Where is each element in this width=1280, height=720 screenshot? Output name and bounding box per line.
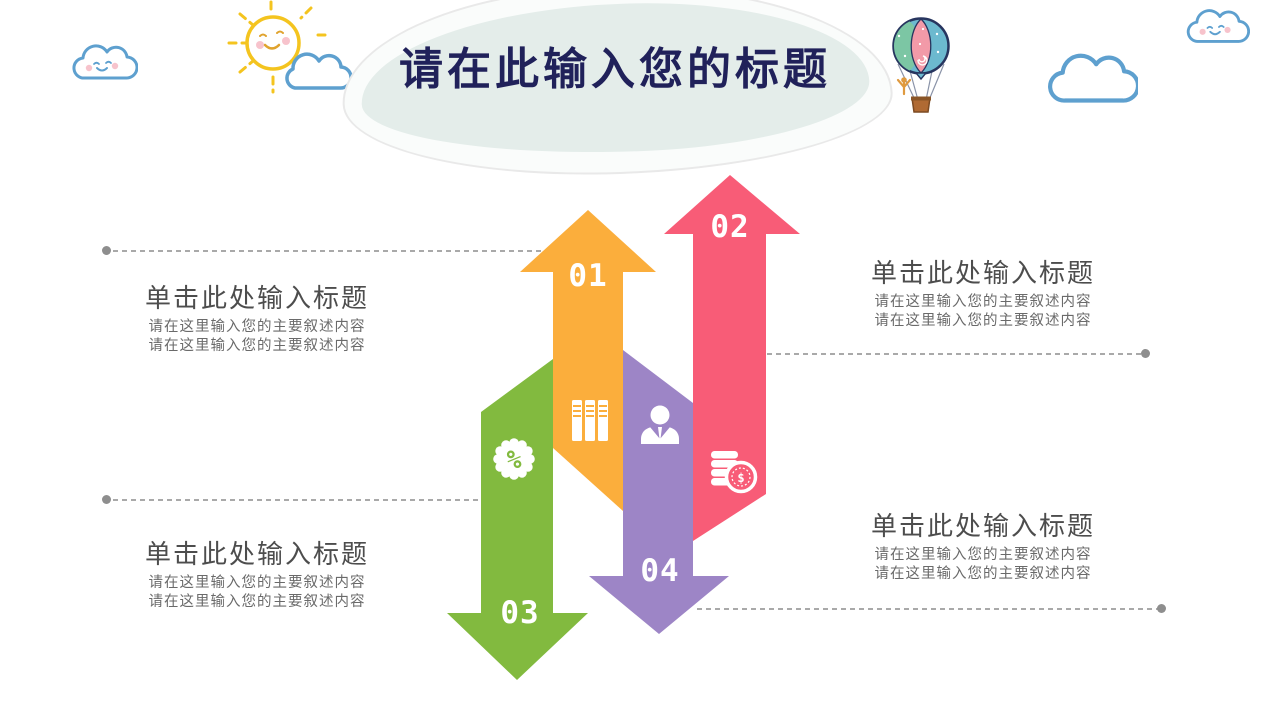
leader-dot: [102, 495, 111, 504]
arrow-03-number: 03: [500, 595, 540, 631]
leader-dot: [102, 246, 111, 255]
callout-bottom-right: 单击此处输入标题 请在这里输入您的主要叙述内容 请在这里输入您的主要叙述内容: [838, 511, 1128, 584]
smiling-sun-icon: [227, 0, 353, 94]
arrow-02-up[interactable]: [664, 175, 800, 541]
callout-line[interactable]: 请在这里输入您的主要叙述内容: [148, 319, 366, 335]
balloon-passenger-icon: [896, 77, 912, 96]
callout-line[interactable]: 请在这里输入您的主要叙述内容: [148, 575, 366, 591]
callout-top-right: 单击此处输入标题 请在这里输入您的主要叙述内容 请在这里输入您的主要叙述内容: [838, 258, 1128, 331]
coins-icon: $: [711, 451, 758, 494]
arrow-01-up[interactable]: [520, 210, 656, 511]
smiling-cloud-icon: [72, 44, 138, 80]
arrow-01-number: 01: [568, 258, 608, 294]
callout-heading[interactable]: 单击此处输入标题: [870, 258, 1095, 288]
callout-line[interactable]: 请在这里输入您的主要叙述内容: [874, 547, 1092, 563]
percent-badge-icon: %: [493, 438, 535, 480]
callout-line[interactable]: 请在这里输入您的主要叙述内容: [874, 566, 1092, 582]
leader-line-top-left: [102, 246, 542, 255]
callout-line[interactable]: 请在这里输入您的主要叙述内容: [874, 313, 1092, 329]
leader-dot: [1157, 604, 1166, 613]
bar-columns-icon: [572, 400, 608, 441]
cloud-icon: [1048, 53, 1138, 103]
hot-air-balloon-icon: [892, 17, 950, 113]
person-icon: [641, 405, 679, 444]
leader-line-top-right: [767, 349, 1150, 358]
callout-bottom-left: 单击此处输入标题 请在这里输入您的主要叙述内容 请在这里输入您的主要叙述内容: [112, 539, 402, 612]
leader-dot: [1141, 349, 1150, 358]
smiling-cloud-icon: [1186, 9, 1250, 43]
arrow-04-down[interactable]: [589, 350, 729, 634]
callout-heading[interactable]: 单击此处输入标题: [144, 539, 369, 569]
slide-title[interactable]: 请在此输入您的标题: [399, 45, 831, 94]
callout-line[interactable]: 请在这里输入您的主要叙述内容: [874, 294, 1092, 310]
callout-top-left: 单击此处输入标题 请在这里输入您的主要叙述内容 请在这里输入您的主要叙述内容: [112, 283, 402, 356]
callout-heading[interactable]: 单击此处输入标题: [144, 283, 369, 313]
callout-line[interactable]: 请在这里输入您的主要叙述内容: [148, 594, 366, 610]
arrow-02-number: 02: [710, 209, 750, 245]
svg-text:$: $: [737, 471, 744, 485]
svg-text:%: %: [506, 445, 521, 474]
leader-line-bottom-right: [697, 604, 1166, 613]
arrow-03-down[interactable]: [447, 359, 588, 680]
callout-heading[interactable]: 单击此处输入标题: [870, 511, 1095, 541]
callout-line[interactable]: 请在这里输入您的主要叙述内容: [148, 338, 366, 354]
leader-line-bottom-left: [102, 495, 481, 504]
arrow-04-number: 04: [640, 553, 680, 589]
